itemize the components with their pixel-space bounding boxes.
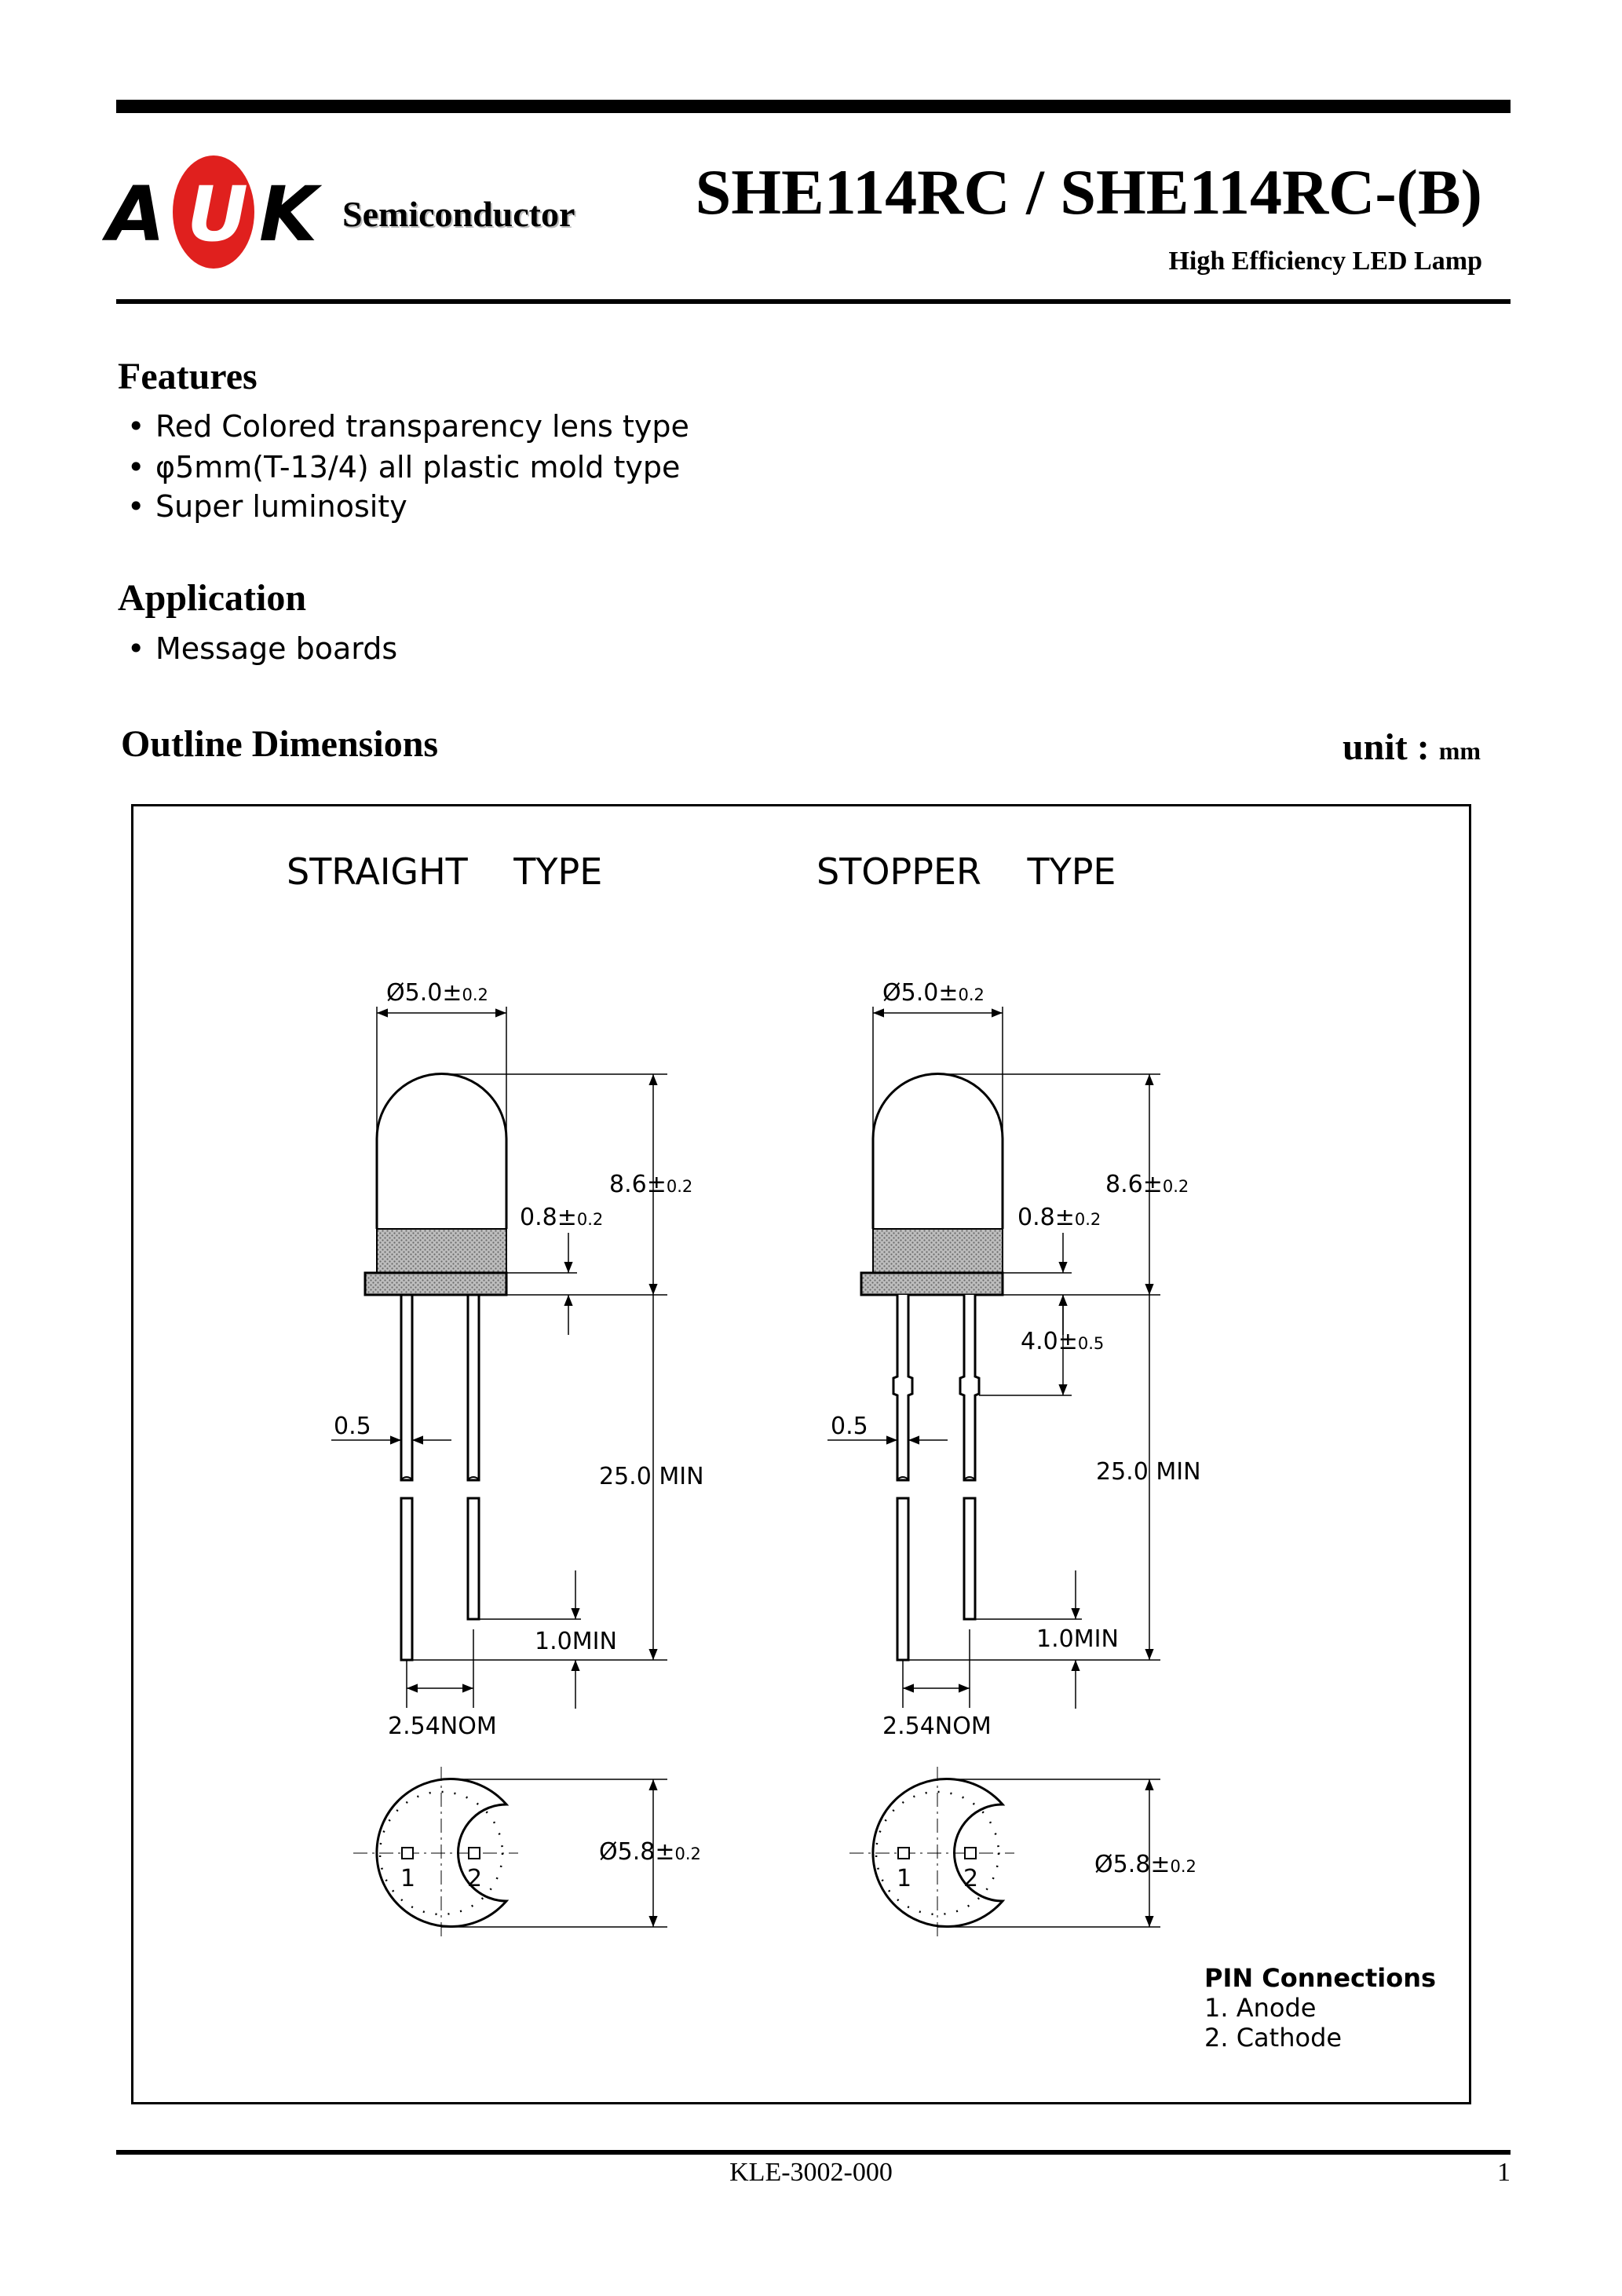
footer-rule [116, 2150, 1511, 2155]
bullet-icon: • [127, 450, 145, 484]
unit-value: mm [1438, 737, 1481, 765]
list-item: • φ5mm(T-13/4) all plastic mold type [127, 447, 689, 488]
dim-flange: 0.8±0.2 [1017, 1204, 1101, 1231]
dim-pitch: 2.54NOM [388, 1713, 497, 1740]
bullet-icon: • [127, 489, 145, 524]
application-heading: Application [118, 577, 307, 619]
stopper-type-drawing: STOPPER TYPE Ø5.0±0.2 8.6±0.2 0.8±0.2 4.… [816, 850, 1201, 1940]
features-heading: Features [118, 356, 258, 397]
lens-base-hatch [872, 1228, 1003, 1274]
document-subtitle: High Efficiency LED Lamp [1168, 247, 1482, 276]
dim-lead-width: 0.5 [831, 1413, 868, 1440]
top-thick-rule [116, 100, 1511, 113]
dim-stopper: 4.0±0.5 [1021, 1328, 1104, 1355]
list-item: • Red Colored transparency lens type [127, 406, 689, 447]
dim-lead-length: 25.0 MIN [599, 1463, 704, 1490]
document-code: KLE-3002-000 [729, 2158, 893, 2187]
feature-text: φ5mm(T-13/4) all plastic mold type [155, 450, 681, 484]
lead-cathode-lower [963, 1497, 977, 1621]
pin-2-square [964, 1847, 977, 1859]
dim-lead-tip: 1.0MIN [1036, 1625, 1119, 1653]
dim-pitch: 2.54NOM [882, 1713, 992, 1740]
lead-anode-lower [896, 1497, 910, 1662]
pin-1-label: 1 [400, 1865, 415, 1892]
pin-1-label: 1 [897, 1865, 911, 1892]
logo-red-ellipse [173, 155, 254, 269]
features-list: • Red Colored transparency lens type • φ5m… [127, 406, 689, 527]
pin-2-label: 2 [467, 1865, 482, 1892]
feature-text: Red Colored transparency lens type [155, 409, 689, 444]
bullet-icon: • [127, 409, 145, 444]
dim-flange: 0.8±0.2 [520, 1204, 603, 1231]
header-bottom-rule [116, 299, 1511, 304]
pin-item-cathode: 2. Cathode [1204, 2023, 1343, 2053]
dim-top-diameter: Ø5.0±0.2 [386, 979, 488, 1007]
outline-heading: Outline Dimensions [121, 723, 439, 765]
lens-dome [375, 1073, 508, 1229]
lead-anode-lower [400, 1497, 414, 1662]
pin-connections-title: PIN Connections [1204, 1963, 1437, 1993]
pin-2-square [468, 1847, 480, 1859]
straight-type-label: STRAIGHT TYPE [287, 850, 602, 893]
unit-text: unit : [1342, 726, 1430, 768]
dim-lead-length: 25.0 MIN [1096, 1458, 1201, 1486]
straight-type-drawing: STRAIGHT TYPE Ø5.0±0.2 8.6±0.2 0.8±0.2 0 [287, 850, 704, 1940]
feature-text: Super luminosity [155, 489, 407, 524]
flange [363, 1271, 508, 1296]
lead-cathode-lower [466, 1497, 480, 1621]
lead-cathode-upper [959, 1295, 981, 1482]
logo-letter-a: A [102, 170, 165, 258]
application-list: • Message boards [127, 628, 397, 669]
dim-top-diameter: Ø5.0±0.2 [882, 979, 985, 1007]
lens-base-hatch [376, 1228, 507, 1274]
logo-letter-k: K [259, 170, 322, 258]
unit-label: unit : mm [1343, 726, 1481, 769]
list-item: • Super luminosity [127, 486, 689, 527]
pin-1-square [897, 1847, 910, 1859]
auk-logo: A U K [102, 155, 322, 269]
pin-connections: PIN Connections 1. Anode 2. Cathode [1204, 1963, 1436, 2053]
document-title: SHE114RC / SHE114RC-(B) [695, 156, 1482, 228]
page-number: 1 [1497, 2158, 1511, 2187]
dim-height: 8.6±0.2 [1105, 1171, 1189, 1198]
dim-base-diameter: Ø5.8±0.2 [1094, 1851, 1196, 1878]
lead-cathode-upper [466, 1293, 480, 1482]
lens-dome [871, 1073, 1004, 1229]
list-item: • Message boards [127, 628, 397, 669]
stopper-type-label: STOPPER TYPE [816, 850, 1116, 893]
lead-anode-upper [892, 1295, 914, 1482]
pin-item-anode: 1. Anode [1204, 1993, 1317, 2023]
lead-break [896, 1476, 977, 1481]
bullet-icon: • [127, 631, 145, 666]
flange [860, 1271, 1004, 1296]
dim-base-diameter: Ø5.8±0.2 [599, 1838, 701, 1866]
dim-lead-tip: 1.0MIN [535, 1628, 617, 1655]
lead-break [400, 1476, 480, 1481]
dim-lead-width: 0.5 [334, 1413, 371, 1440]
pin-2-label: 2 [963, 1865, 978, 1892]
logo-letter-u: U [187, 170, 248, 258]
lead-anode-upper [400, 1293, 414, 1482]
dim-height: 8.6±0.2 [609, 1171, 692, 1198]
drawing-frame [131, 804, 1471, 2104]
application-text: Message boards [155, 631, 398, 666]
pin-1-square [401, 1847, 414, 1859]
company-name: Semiconductor [342, 194, 575, 234]
